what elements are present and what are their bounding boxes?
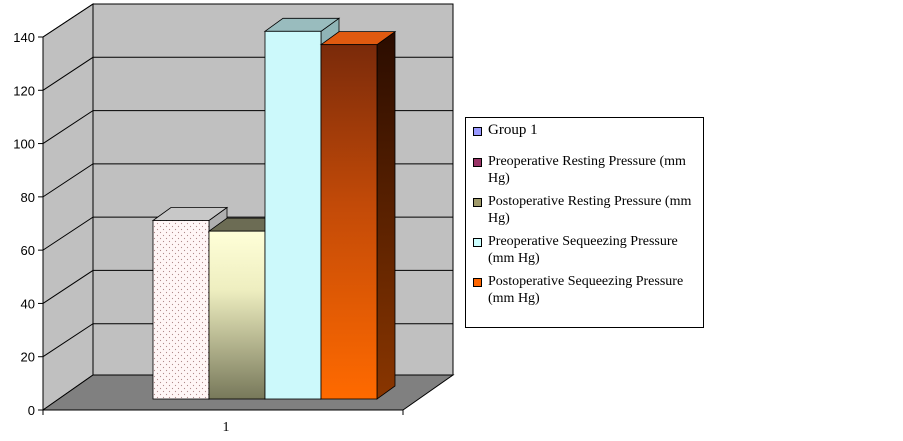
side-wall [42,3,94,411]
legend-item: Postoperative Resting Pressure (mm Hg) [473,193,699,227]
bar-side [376,30,396,400]
y-tick-label: 100 [13,137,35,152]
legend-label: Preoperative Resting Pressure (mm Hg) [488,154,686,186]
legend-label: Postoperative Sequeezing Pressure (mm Hg… [488,274,684,306]
bars [151,17,397,400]
y-tick-label: 60 [21,243,35,258]
legend-label: Postoperative Resting Pressure (mm Hg) [488,194,692,226]
legend-swatch [473,158,482,167]
legend-swatch [473,127,482,136]
x-category-label: 1 [223,420,230,435]
legend-swatch [473,238,482,247]
legend-label: Group 1 [488,122,538,138]
legend-label: Preoperative Sequeezing Pressure (mm Hg) [488,234,678,266]
bar-front [320,44,378,400]
y-tick-label: 0 [28,403,35,418]
y-tick-label: 120 [13,83,35,98]
bar-front [264,30,322,400]
y-tick-label: 80 [21,190,35,205]
legend: Group 1 Preoperative Resting Pressure (mm… [465,117,704,328]
legend-swatch [473,278,482,287]
y-tick-label: 40 [21,296,35,311]
bar-front [152,220,210,400]
bar-4 [319,30,397,400]
bar-front [208,230,266,400]
legend-item: Preoperative Resting Pressure (mm Hg) [473,153,699,187]
y-axis-ticks: 0 20 40 60 80 100 120 140 [13,30,44,418]
legend-item: Preoperative Sequeezing Pressure (mm Hg) [473,233,699,267]
x-axis: 1 [42,409,404,435]
legend-swatch [473,198,482,207]
legend-item: Group 1 [473,122,699,139]
legend-item: Postoperative Sequeezing Pressure (mm Hg… [473,273,699,307]
gridline [42,3,453,38]
y-tick-label: 20 [21,350,35,365]
y-tick-label: 140 [13,30,35,45]
